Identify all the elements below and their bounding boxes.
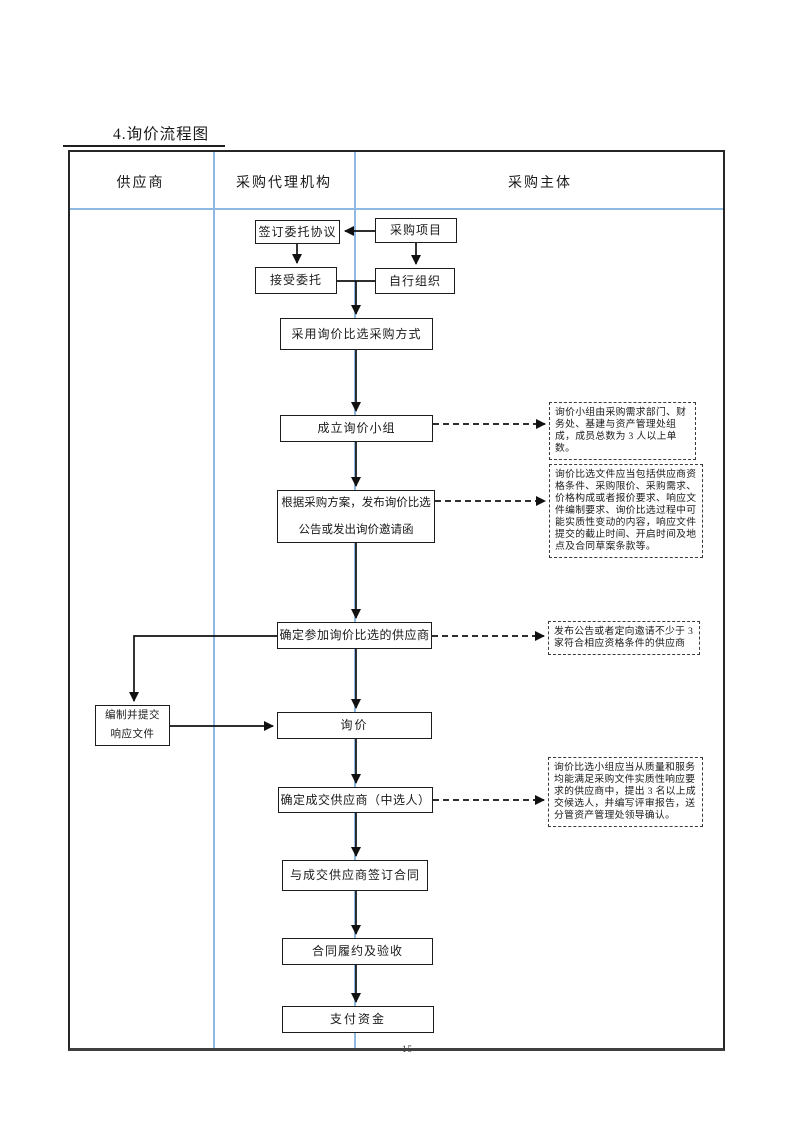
node-accept-entrustment: 接受委托 xyxy=(255,267,337,294)
lane-divider-2 xyxy=(354,150,356,1051)
node-procurement-project: 采购项目 xyxy=(375,218,457,243)
node-self-organize: 自行组织 xyxy=(375,268,455,294)
note-winner-selection: 询价比选小组应当从质量和服务均能满足采购文件实质性响应要求的供应商中，提出 3 … xyxy=(548,757,703,827)
arrow-participants-to-prepare xyxy=(129,635,277,702)
note-inquiry-document: 询价比选文件应当包括供应商资格条件、采购限价、采购需求、价格构成或者报价要求、响… xyxy=(549,464,703,558)
page-title: 4.询价流程图 xyxy=(63,122,225,147)
header-divider xyxy=(69,208,724,210)
node-sign-contract: 与成交供应商签订合同 xyxy=(282,860,428,891)
node-contract-acceptance: 合同履约及验收 xyxy=(282,938,433,965)
node-payment: 支付资金 xyxy=(282,1006,434,1033)
node-sign-agreement: 签订委托协议 xyxy=(255,220,340,244)
node-publish-announcement: 根据采购方案，发布询价比选公告或发出询价邀请函 xyxy=(277,490,435,543)
note-invite-suppliers: 发布公告或者定向邀请不少于 3 家符合相应资格条件的供应商 xyxy=(548,621,700,655)
node-prepare-response: 编制并提交响应文件 xyxy=(95,705,170,746)
node-form-inquiry-group: 成立询价小组 xyxy=(280,415,433,442)
page-number: 15 xyxy=(402,1044,413,1054)
node-determine-participants: 确定参加询价比选的供应商 xyxy=(277,622,432,649)
lane-header-agency: 采购代理机构 xyxy=(236,176,332,191)
node-adopt-method: 采用询价比选采购方式 xyxy=(280,318,433,350)
page-title-text: 4.询价流程图 xyxy=(113,126,210,143)
node-determine-winner: 确定成交供应商（中选人） xyxy=(278,787,433,813)
lane-header-purchaser: 采购主体 xyxy=(508,176,572,191)
lane-divider-1 xyxy=(213,150,215,1051)
note-inquiry-group: 询价小组由采购需求部门、财务处、基建与资产管理处组成，成员总数为 3 人以上单数… xyxy=(549,402,696,460)
lane-header-supplier: 供应商 xyxy=(116,176,165,191)
node-inquiry: 询价 xyxy=(277,712,432,739)
